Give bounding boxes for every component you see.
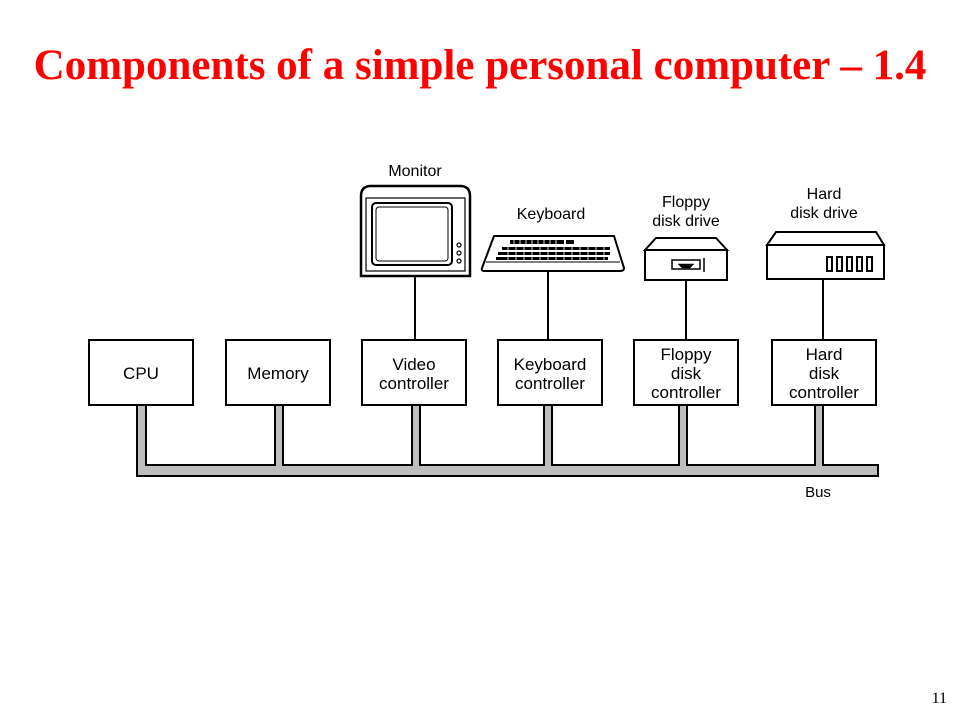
video-controller-label-line1: Video <box>392 355 435 374</box>
cpu-label: CPU <box>123 364 159 383</box>
floppy-drive-label-line1: Floppy <box>662 194 710 211</box>
keyboard-label: Keyboard <box>517 206 586 223</box>
monitor-icon <box>359 184 472 278</box>
video-controller-box <box>361 339 467 406</box>
floppy-controller-label-line2: disk <box>671 364 702 383</box>
slide-title: Components of a simple personal computer… <box>33 42 927 89</box>
page-number: 11 <box>931 690 947 707</box>
monitor-label: Monitor <box>388 163 442 180</box>
component-labels: CPU Memory Video controller Keyboard con… <box>123 345 859 402</box>
floppy-controller-label-line3: controller <box>651 383 721 402</box>
hard-controller-label-line2: disk <box>809 364 840 383</box>
keyboard-icon <box>480 235 626 272</box>
hard-controller-label-line3: controller <box>789 383 859 402</box>
keyboard-controller-label-line2: controller <box>515 374 585 393</box>
device-labels: Monitor Keyboard Floppy disk drive Hard … <box>388 163 858 230</box>
system-bus <box>136 404 879 477</box>
hard-drive-icon <box>765 231 886 280</box>
video-controller-label-line2: controller <box>379 374 449 393</box>
cpu-box <box>88 339 194 406</box>
memory-box <box>225 339 331 406</box>
floppy-drive-label-line2: disk drive <box>652 213 720 230</box>
floppy-controller-label-line1: Floppy <box>660 345 712 364</box>
floppy-drive-icon <box>642 237 730 281</box>
bus-label: Bus <box>805 484 831 501</box>
floppy-disk-controller-box <box>633 339 739 406</box>
hard-controller-label-line1: Hard <box>806 345 843 364</box>
keyboard-controller-box <box>497 339 603 406</box>
device-connectors <box>414 270 824 340</box>
memory-label: Memory <box>247 364 309 383</box>
hard-drive-label-line1: Hard <box>807 186 842 203</box>
keyboard-controller-label-line1: Keyboard <box>514 355 587 374</box>
hard-drive-label-line2: disk drive <box>790 205 858 222</box>
hard-disk-controller-box <box>771 339 877 406</box>
component-boxes <box>88 339 877 406</box>
